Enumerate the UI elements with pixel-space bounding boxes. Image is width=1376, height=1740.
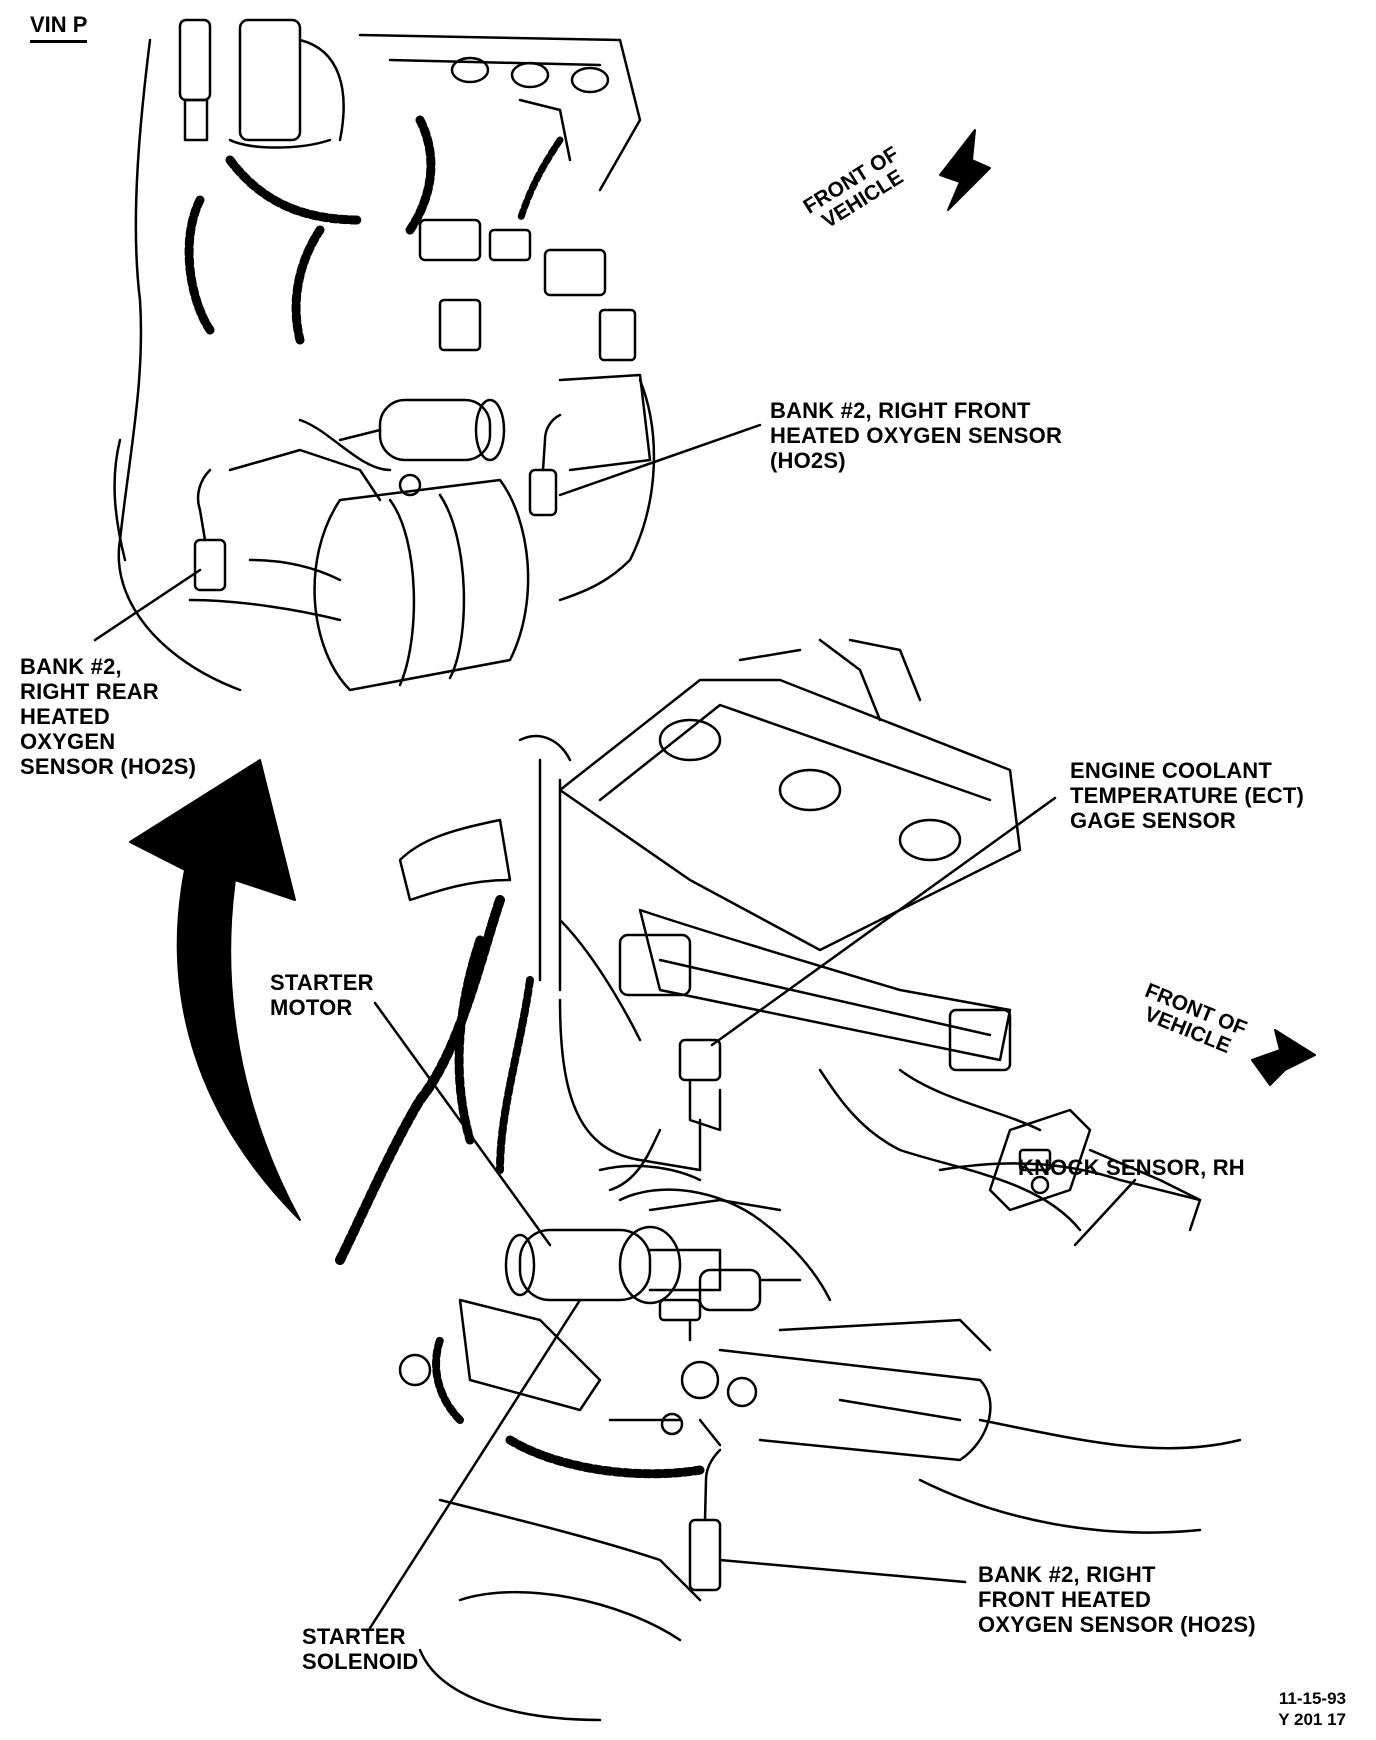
leader-bank2-rear xyxy=(93,568,202,642)
label-bank2-front-top: BANK #2, RIGHT FRONT HEATED OXYGEN SENSO… xyxy=(770,398,1063,473)
label-bank2-rear: BANK #2, RIGHT REAR HEATED OXYGEN SENSOR… xyxy=(20,654,197,779)
label-ect-sensor: ENGINE COOLANT TEMPERATURE (ECT) GAGE SE… xyxy=(1070,758,1304,833)
leader-bank2-front-top xyxy=(558,423,762,497)
figure-code: Y 201 17 xyxy=(1278,1710,1346,1729)
vin-label: VIN P xyxy=(30,12,88,43)
leader-bank2-front-bottom xyxy=(718,1558,967,1584)
leader-starter-solenoid xyxy=(368,1298,582,1630)
leader-starter-motor xyxy=(373,1001,552,1247)
bottom-engine-view xyxy=(335,638,1242,1722)
figure-reference: 11-15-93 Y 201 17 xyxy=(1278,1688,1346,1730)
leader-ect xyxy=(710,796,1057,1047)
leader-knock xyxy=(1073,1178,1137,1247)
label-starter-solenoid: STARTER SOLENOID xyxy=(302,1624,419,1674)
front-arrow-top xyxy=(939,129,991,211)
transition-arrow xyxy=(129,759,301,1221)
label-starter-motor: STARTER MOTOR xyxy=(270,970,374,1020)
front-arrow-bottom xyxy=(1251,1029,1316,1086)
label-knock-sensor: KNOCK SENSOR, RH xyxy=(1018,1155,1245,1180)
label-bank2-front-bottom: BANK #2, RIGHT FRONT HEATED OXYGEN SENSO… xyxy=(978,1562,1256,1637)
figure-date: 11-15-93 xyxy=(1278,1689,1346,1708)
top-engine-view xyxy=(113,18,656,692)
